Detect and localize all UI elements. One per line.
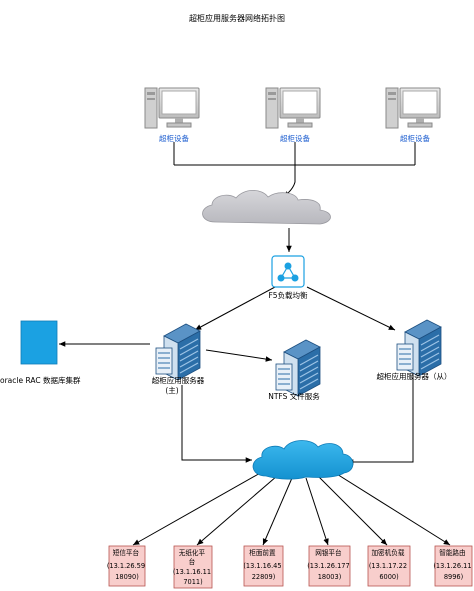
connector-cloud-to-endpoint-3 — [262, 477, 293, 546]
database-cluster-icon — [20, 320, 58, 365]
ntfs-label: NTFS 文件服务 — [268, 391, 320, 401]
endpoint-port: 18090) — [115, 573, 139, 581]
connector-main-to-cloud — [181, 385, 252, 463]
connector-cloud-to-endpoint-4 — [305, 477, 329, 546]
server-icon — [155, 323, 201, 381]
endpoint-label: 加密机负载 (13.1.17.22 6000) — [369, 548, 409, 581]
connector-backup-to-cloud — [347, 370, 414, 465]
endpoint-label: 柜面前置 (13.1.16.45 22809) — [243, 548, 283, 581]
endpoint-name: 柜面前置 — [249, 548, 276, 557]
connector-cloud-to-endpoint-5 — [317, 475, 388, 546]
endpoint-address: (13.1.16.11 — [173, 568, 211, 576]
connector-f5-to-main — [194, 286, 276, 331]
network-cloud-icon — [252, 440, 354, 480]
f5-load-balancer: F5负载均衡 — [268, 255, 308, 300]
endpoint-address: (13.1.26.59 — [107, 562, 145, 570]
f5-label: F5负载均衡 — [268, 290, 308, 300]
endpoint-name: 加密机负载 — [371, 548, 404, 557]
endpoint-address: (13.1.16.45 — [243, 562, 281, 570]
endpoint-counter-front: 柜面前置 (13.1.16.45 22809) — [243, 545, 284, 587]
connector-main-to-ntfs — [205, 349, 273, 362]
endpoint-port: 22809) — [252, 573, 276, 581]
endpoint-label: 短信平台 (13.1.26.59 18090) — [107, 548, 147, 581]
app-server-main: 超柜应用服务器 (主) — [152, 323, 205, 395]
server-icon — [396, 319, 442, 377]
desktop-computer-icon — [144, 87, 200, 129]
connector-cloud-to-endpoint-6 — [331, 470, 451, 546]
oracle-label: oracle RAC 数据库集群 — [0, 375, 81, 385]
terminal-device-3: 超柜设备 — [385, 87, 441, 143]
endpoint-port: 8996) — [444, 573, 463, 581]
load-balancer-icon — [271, 255, 305, 288]
endpoint-boxes: 短信平台 (13.1.26.59 18090) 无纸化平 台 (13.1.16.… — [107, 545, 473, 589]
network-cloud-icon — [202, 189, 331, 225]
diagram-title: 超柜应用服务器网络拓扑图 — [189, 13, 285, 23]
endpoint-name: 短信平台 — [113, 548, 140, 557]
endpoint-label: 智能路由 (13.1.26.11 8996) — [433, 548, 473, 581]
endpoint-port: 7011) — [183, 578, 202, 586]
endpoint-name-cont: 台 — [189, 557, 196, 566]
endpoint-label: 无纸化平 台 (13.1.16.11 7011) — [173, 548, 213, 586]
endpoint-label: 网银平台 (13.1.26.177 18003) — [307, 548, 352, 581]
server-icon — [275, 339, 321, 397]
connector-cloud-to-endpoint-1 — [132, 471, 263, 546]
terminal-device-2: 超柜设备 — [265, 87, 321, 143]
endpoint-online-banking: 网银平台 (13.1.26.177 18003) — [307, 545, 352, 587]
terminal-device-1: 超柜设备 — [144, 87, 200, 143]
connector-bus-to-cloud — [282, 165, 296, 198]
endpoint-name: 智能路由 — [439, 548, 465, 557]
endpoint-name: 无纸化平 — [179, 548, 206, 557]
ntfs-file-server: NTFS 文件服务 — [268, 339, 321, 401]
endpoint-address: (13.1.26.11 — [433, 562, 471, 570]
terminal-label: 超柜设备 — [159, 133, 189, 143]
connectors — [59, 142, 451, 546]
desktop-computer-icon — [385, 87, 441, 129]
app-server-backup: 超柜应用服务器（从） — [377, 319, 452, 381]
desktop-computer-icon — [265, 87, 321, 129]
oracle-rac-database: oracle RAC 数据库集群 — [0, 320, 81, 385]
endpoint-sms-platform: 短信平台 (13.1.26.59 18090) — [107, 545, 147, 587]
server-main-label: 超柜应用服务器 — [152, 375, 205, 385]
endpoint-paperless-platform: 无纸化平 台 (13.1.16.11 7011) — [173, 545, 213, 589]
connector-f5-to-backup — [306, 286, 396, 331]
endpoint-name: 网银平台 — [315, 548, 342, 557]
endpoint-port: 18003) — [318, 573, 342, 581]
endpoint-port: 6000) — [379, 573, 398, 581]
endpoint-encryptor-load: 加密机负载 (13.1.17.22 6000) — [367, 545, 411, 587]
endpoint-address: (13.1.17.22 — [369, 562, 407, 570]
terminal-label: 超柜设备 — [400, 133, 430, 143]
server-backup-label: 超柜应用服务器（从） — [377, 371, 452, 381]
connector-cloud-to-endpoint-2 — [196, 475, 278, 546]
terminal-label: 超柜设备 — [280, 133, 310, 143]
server-main-label-role: (主) — [165, 385, 178, 395]
endpoint-smart-routing: 智能路由 (13.1.26.11 8996) — [433, 545, 473, 587]
endpoint-address: (13.1.26.177 — [307, 562, 349, 570]
